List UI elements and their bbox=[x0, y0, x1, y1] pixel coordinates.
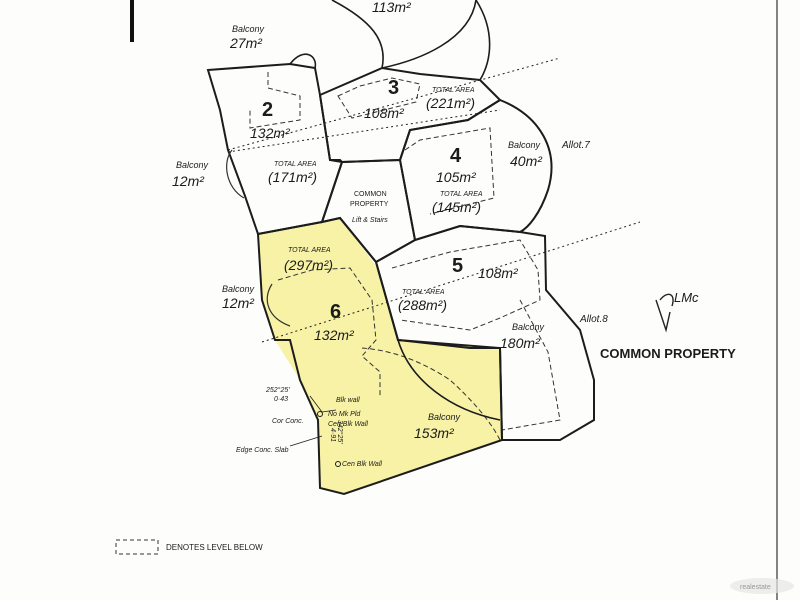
balcony-lot6-area: 153m² bbox=[414, 425, 455, 441]
lot6-total-area: (297m²) bbox=[284, 257, 333, 273]
allot8-label: Allot.8 bbox=[579, 314, 608, 325]
survey-dist-1: 0·43 bbox=[274, 396, 288, 403]
lot2-side-balcony bbox=[226, 149, 245, 199]
survey-leader-2 bbox=[321, 409, 337, 413]
survey-bearing-1: 252°25' bbox=[265, 386, 290, 394]
common-property-line3: Lift & Stairs bbox=[352, 217, 388, 224]
balcony-top-label: Balcony bbox=[232, 24, 265, 34]
lot3-number: 3 bbox=[388, 77, 399, 99]
lot3-total-label: TOTAL AREA bbox=[432, 87, 475, 94]
common-property-right-label: COMMON PROPERTY bbox=[600, 346, 736, 361]
lot4-outline bbox=[398, 98, 553, 242]
survey-cor-conc: Cor Conc. bbox=[272, 418, 304, 425]
signature-text: LMc bbox=[674, 290, 699, 305]
lot6-side-balcony bbox=[266, 283, 291, 327]
lot6-area: 132m² bbox=[314, 327, 355, 343]
allot7-line2 bbox=[227, 109, 501, 153]
survey-dist-2: 4·91 bbox=[329, 428, 336, 442]
balcony-top-area: 27m² bbox=[229, 35, 263, 51]
lot4-dashed bbox=[404, 127, 495, 215]
lot6-total-label: TOTAL AREA bbox=[288, 247, 331, 254]
lot2-total-label: TOTAL AREA bbox=[274, 161, 317, 168]
lot5-dashed bbox=[391, 239, 541, 331]
balcony-lot5-label: Balcony bbox=[512, 322, 545, 332]
lot6-balcony-dashed bbox=[361, 347, 501, 441]
lot6-outline bbox=[256, 216, 504, 496]
lot4-area: 105m² bbox=[436, 169, 477, 185]
lot2-outline bbox=[206, 62, 344, 236]
watermark-badge bbox=[730, 578, 794, 594]
lot5-balcony-dashed bbox=[501, 299, 561, 431]
survey-peg-1 bbox=[317, 411, 323, 417]
legend-swatch bbox=[115, 539, 159, 555]
lot2-number: 2 bbox=[262, 99, 273, 121]
lot2-area: 132m² bbox=[250, 125, 291, 141]
lot2-balcony-dashed bbox=[249, 72, 301, 129]
survey-leader-3 bbox=[289, 435, 323, 447]
survey-no-mk-pld: No Mk Pld bbox=[328, 411, 361, 418]
balcony-lot6-side-label: Balcony bbox=[222, 284, 255, 294]
lot2-balcony-top-curve bbox=[289, 53, 317, 69]
lot-top-right-curve bbox=[475, 0, 491, 81]
survey-cen-blk-wall-1: Cen Blk Wall bbox=[328, 421, 368, 428]
lot4-total-label: TOTAL AREA bbox=[440, 191, 483, 198]
lot5-number: 5 bbox=[452, 255, 463, 277]
balcony-lot4-label: Balcony bbox=[508, 140, 541, 150]
lot6-number: 6 bbox=[330, 301, 341, 323]
lot5-total-label: TOTAL AREA bbox=[402, 289, 445, 296]
lot3-total-area: (221m²) bbox=[426, 95, 475, 111]
survey-blk-wall: Blk wall bbox=[336, 397, 360, 404]
survey-edge-conc-slab: Edge Conc. Slab bbox=[236, 447, 289, 454]
lot3-dashed bbox=[337, 77, 421, 119]
common-property-line2: PROPERTY bbox=[350, 201, 389, 208]
allot8-line bbox=[261, 221, 641, 343]
survey-bearing-2: 342°25' bbox=[336, 420, 344, 444]
common-property-line1: COMMON bbox=[354, 191, 387, 198]
balcony-lot6-side-area: 12m² bbox=[222, 295, 255, 311]
allot7-label: Allot.7 bbox=[561, 140, 590, 151]
lot2-total-area: (171m²) bbox=[268, 169, 317, 185]
watermark-text: realestate bbox=[740, 584, 771, 591]
balcony-lot4-area: 40m² bbox=[510, 153, 543, 169]
lot5-total-area: (288m²) bbox=[398, 297, 447, 313]
lot4-total-area: (145m²) bbox=[432, 199, 481, 215]
lot3-area: 108m² bbox=[364, 105, 405, 121]
balcony-lot6-label: Balcony bbox=[428, 412, 461, 422]
signature-mark bbox=[655, 293, 674, 333]
lot6-balcony-solid-curve bbox=[397, 339, 501, 421]
legend-text: DENOTES LEVEL BELOW bbox=[166, 543, 263, 552]
lot5-area: 108m² bbox=[478, 265, 519, 281]
balcony-lot5-area: 180m² bbox=[500, 335, 541, 351]
survey-cen-blk-wall-2: Cen Blk Wall bbox=[342, 461, 382, 468]
lot6-dashed bbox=[277, 267, 381, 398]
survey-leader-1 bbox=[309, 395, 323, 413]
survey-peg-2 bbox=[335, 461, 341, 467]
lot4-number: 4 bbox=[450, 145, 462, 167]
balcony-lot2-side-area: 12m² bbox=[172, 173, 205, 189]
top-area-label: 113m² bbox=[372, 0, 412, 15]
balcony-lot2-side-label: Balcony bbox=[176, 160, 209, 170]
